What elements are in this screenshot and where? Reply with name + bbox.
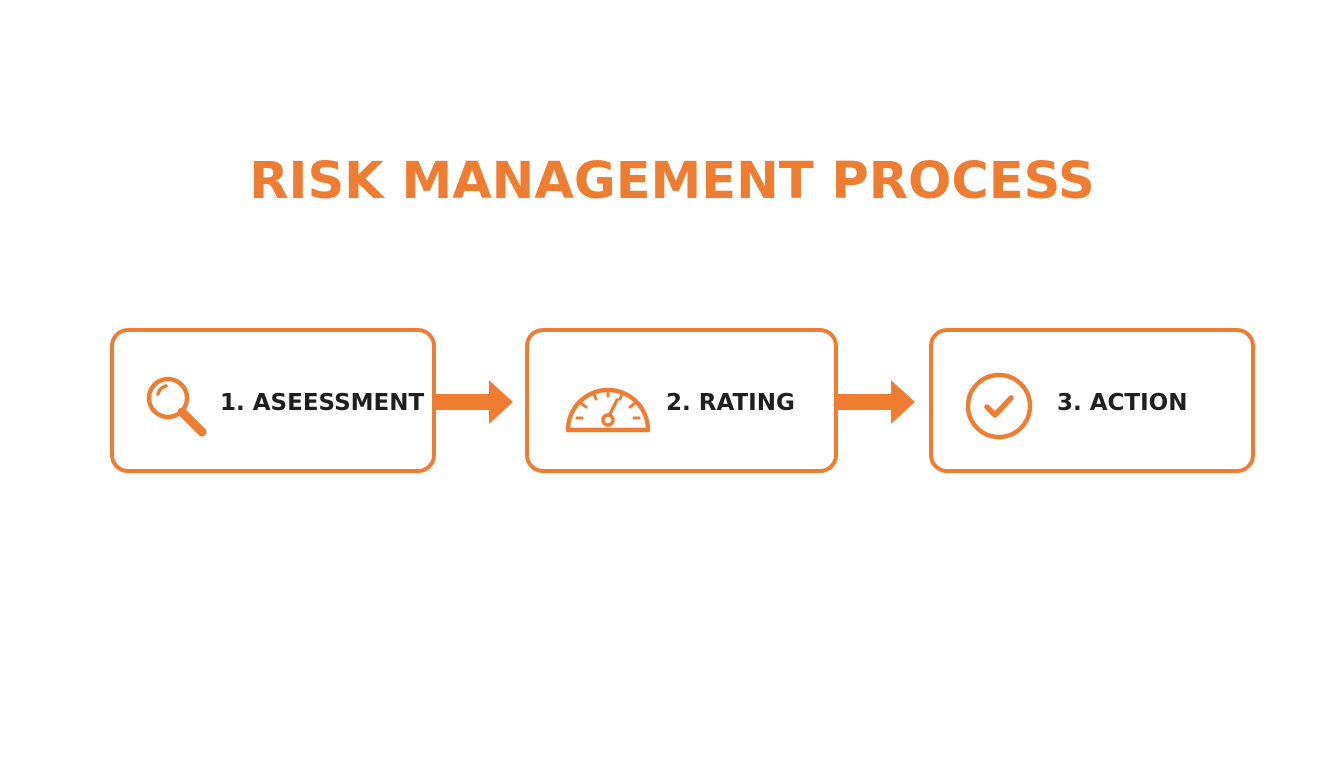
step-action-box: 3. ACTION <box>929 328 1255 473</box>
arrow-right-icon <box>436 380 513 424</box>
arrow-right-icon <box>838 380 915 424</box>
step-action-label: 3. ACTION <box>1057 390 1188 416</box>
step-rating-box: 2. RATING <box>525 328 838 473</box>
magnifying-glass-icon <box>146 376 207 437</box>
diagram-title: RISK MANAGEMENT PROCESS <box>249 152 1095 211</box>
checkmark-circle-icon <box>965 372 1033 440</box>
step-assessment-label: 1. ASEESSMENT <box>220 390 425 416</box>
step-rating-label: 2. RATING <box>666 390 795 416</box>
step-assessment-box: 1. ASEESSMENT <box>110 328 436 473</box>
speedometer-gauge-icon <box>565 387 651 433</box>
